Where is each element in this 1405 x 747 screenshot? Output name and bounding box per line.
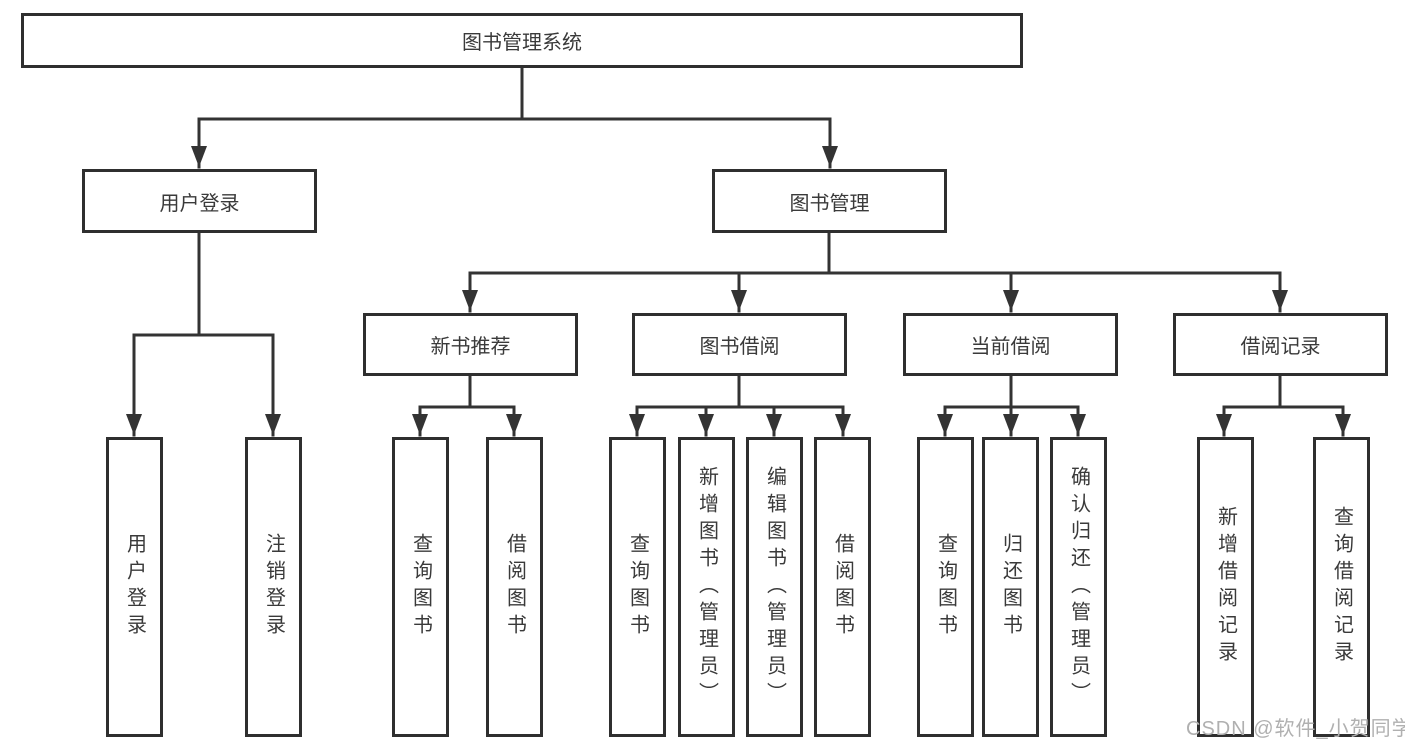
node-label: 查询图书 [409, 533, 432, 641]
node-label: 新增图书（管理员） [695, 465, 718, 709]
leaf-query-books-borrow: 查询图书 [609, 437, 666, 737]
node-root: 图书管理系统 [21, 13, 1023, 68]
leaf-query-books-current: 查询图书 [917, 437, 974, 737]
watermark: CSDN @软件_小贺同学 [1186, 718, 1405, 740]
node-label: 查询图书 [934, 533, 957, 641]
node-label: 用户登录 [159, 192, 240, 215]
leaf-borrow-books: 借阅图书 [814, 437, 871, 737]
leaf-return-books: 归还图书 [982, 437, 1039, 737]
leaf-query-borrow-record: 查询借阅记录 [1313, 437, 1370, 737]
node-current-borrowing: 当前借阅 [903, 313, 1118, 376]
node-label: 借阅图书 [503, 533, 526, 641]
node-borrowing-records: 借阅记录 [1173, 313, 1388, 376]
node-label: 图书管理系统 [462, 32, 582, 54]
node-label: 归还图书 [999, 533, 1022, 641]
node-label: 借阅记录 [1240, 336, 1321, 358]
node-label: 注销登录 [262, 533, 285, 641]
node-label: 图书借阅 [699, 336, 780, 358]
leaf-confirm-return-admin: 确认归还（管理员） [1050, 437, 1107, 737]
leaf-query-books-recommend: 查询图书 [392, 437, 449, 737]
leaf-user-login: 用户登录 [106, 437, 163, 737]
node-label: 当前借阅 [970, 336, 1051, 358]
node-book-borrowing: 图书借阅 [632, 313, 847, 376]
leaf-borrow-books-recommend: 借阅图书 [486, 437, 543, 737]
leaf-logout: 注销登录 [245, 437, 302, 737]
leaf-add-book-admin: 新增图书（管理员） [678, 437, 735, 737]
node-label: 编辑图书（管理员） [763, 465, 786, 709]
node-book-management: 图书管理 [712, 169, 947, 233]
node-label: 确认归还（管理员） [1067, 465, 1090, 709]
leaf-add-borrow-record: 新增借阅记录 [1197, 437, 1254, 737]
node-label: 新书推荐 [430, 336, 511, 358]
node-label: 用户登录 [123, 533, 146, 641]
node-user-login: 用户登录 [82, 169, 317, 233]
node-label: 新增借阅记录 [1214, 506, 1237, 668]
node-label: 查询借阅记录 [1330, 506, 1353, 668]
node-label: 查询图书 [626, 533, 649, 641]
leaf-edit-book-admin: 编辑图书（管理员） [746, 437, 803, 737]
node-new-book-recommend: 新书推荐 [363, 313, 578, 376]
node-label: 借阅图书 [831, 533, 854, 641]
node-label: 图书管理 [789, 192, 870, 215]
